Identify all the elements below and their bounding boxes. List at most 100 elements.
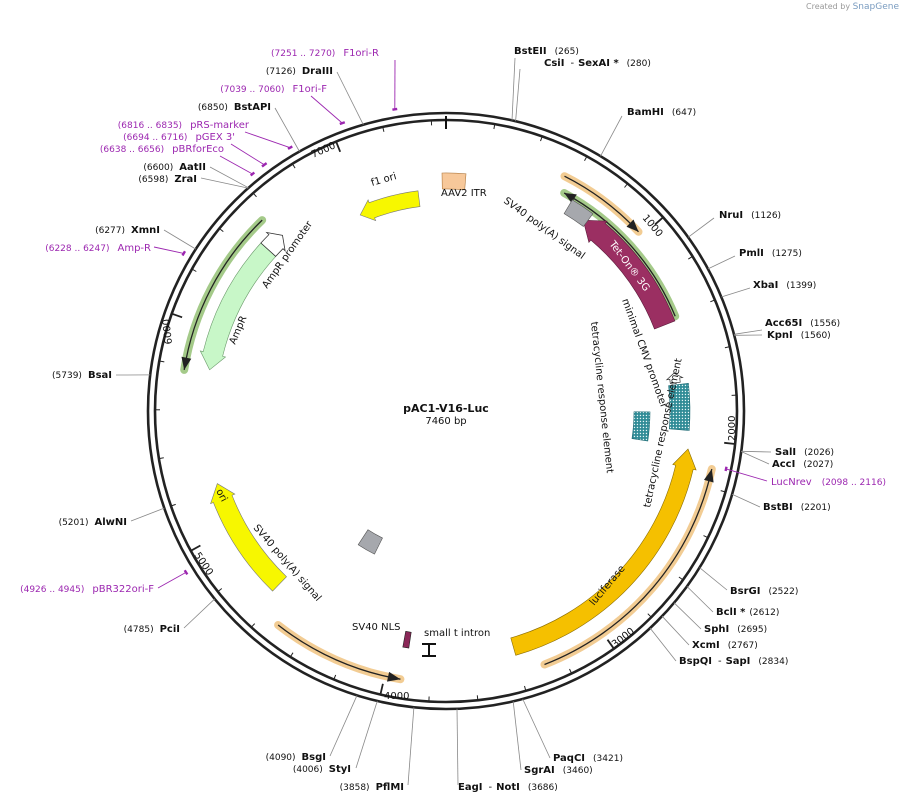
tick-4800 [217,588,223,592]
primer-leader-6816 [244,131,291,149]
orf-ampr [180,216,267,374]
tick-6000 [171,312,183,319]
tick-2800 [647,613,652,618]
aav2-itr-label: AAV2 ITR [441,188,487,199]
orf-bottom-left-head [387,671,401,682]
enzyme-leader-2612 [686,586,714,613]
tick-3600 [476,695,479,701]
enzyme-label-xmni: (6277)XmnI [95,225,160,236]
orf-luciferase-head [704,469,714,483]
enzyme-label-styi: (4006)StyI [293,764,351,775]
enzyme-label-bstbi: BstBI(2201) [763,502,831,513]
enzyme-leader-5201 [130,507,165,522]
tick-7000 [335,141,342,153]
orf-tet-on-head [564,193,577,203]
primer-label-f1ori-f: (7039 .. 7060)F1ori-F [220,84,327,95]
enzyme-leader-1556 [733,329,763,335]
enzyme-label-aatii: (6600)AatII [143,162,206,173]
enzyme-label-paqci: PaqCI(3421) [553,753,623,764]
enzyme-leader-4006 [355,700,378,769]
orf-tet-on [560,189,680,321]
ori-arrow [210,483,287,592]
enzyme-label-pcii: (4785)PciI [124,624,180,635]
ampr-promoter-arrow [260,231,286,257]
tick-600 [584,156,588,161]
orf-tet-on-line [563,192,676,317]
sv40-polya-top-block [563,199,594,227]
tre-inner-label: tetracycline response element [588,321,615,474]
tick-2200 [720,490,726,493]
tick-1600 [724,346,730,349]
enzyme-leader-3858 [407,707,415,786]
tick-6600 [252,192,257,198]
enzyme-label-bsteii: BstEII(265) [514,46,579,57]
tick-4000 [379,683,384,695]
enzyme-label-sgrai: SgrAI(3460) [524,765,593,776]
snapgene-logo: SnapGene [852,2,899,12]
enzyme-leader-6600 [209,166,249,189]
enzyme-leader-6598 [200,177,249,189]
enzyme-leader-2767 [661,615,690,646]
tick-1400 [710,299,716,303]
enzyme-leader-2834 [649,627,677,662]
tick-7200 [382,126,385,132]
primer-leader-4926 [157,572,187,589]
tick-2400 [703,535,709,539]
enzyme-leader-265 [511,57,516,121]
tick-2000 [724,441,736,445]
enzyme-leader-7126 [336,71,364,125]
primer-label-pbr322ori-f: (4926 .. 4945)pBR322ori-F [20,584,154,595]
enzyme-leader-1126 [687,217,715,238]
enzyme-leader-2026 [741,450,772,453]
orf-bottom-left-halo [274,621,405,684]
tick-3400 [524,685,527,691]
plasmid-name: pAC1-V16-Luc [403,402,489,415]
tick-6400 [219,228,224,232]
primer-leader-6638 [219,155,253,175]
aav2-itr-block [441,172,467,191]
enzyme-leader-2201 [731,493,761,508]
sv40-nls-label: SV40 NLS [352,622,401,633]
enzyme-label-bsrgi: BsrGI(2522) [730,586,798,597]
tick-5200 [170,503,176,507]
tick-3000 [606,639,615,650]
luciferase-arrow [510,448,697,656]
tick-label-2000: 2000 [727,416,738,441]
enzyme-leader-3686 [456,708,459,786]
primer-bar-4926 [183,569,189,576]
enzyme-label-acci: AccI(2027) [772,459,833,470]
ampr-arrow [199,242,277,371]
orf-luciferase [540,465,716,669]
primer-label-prs-marker: (6816 .. 6835)pRS-marker [118,120,250,131]
enzyme-leader-2027 [741,451,770,465]
tick-6200 [191,268,197,272]
feature-layer [153,59,768,684]
enzyme-label-acc65i: Acc65I(1556) [765,318,840,329]
enzyme-label-bsgi: (4090)BsgI [266,752,326,763]
orf-luciferase-line [544,468,713,666]
tick-400 [540,136,543,142]
enzyme-leader-1399 [721,287,751,298]
primer-bar-2098 [724,466,728,472]
enzyme-leader-280 [515,68,521,122]
orf-top-right-head [626,219,639,232]
enzyme-leader-3460 [512,701,522,771]
small-t-intron-label: small t intron [424,628,490,639]
enzyme-label-bstapi: (6850)BstAPI [198,102,271,113]
tick-label-6000: 6000 [161,318,175,344]
enzyme-label-alwni: (5201)AlwNI [59,517,127,528]
tick-1200 [688,255,693,260]
enzyme-leader-3421 [522,698,551,759]
enzyme-label-csii-sexai: CsiI-SexAI *(280) [544,58,651,69]
enzyme-label-bcli: BclI *(2612) [716,607,779,618]
backbone-outer [146,111,746,711]
tick-2600 [678,576,684,581]
enzyme-leaders [115,57,772,786]
enzyme-label-nrui: NruI(1126) [719,210,781,221]
sv40-nls-block [402,630,412,649]
enzyme-leader-1275 [707,255,736,270]
enzyme-label-draiii: (7126)DraIII [266,66,333,77]
tick-4600 [250,623,256,628]
enzyme-label-eagi-noti: EagI-NotI(3686) [458,782,558,793]
enzyme-leader-4090 [329,695,358,757]
